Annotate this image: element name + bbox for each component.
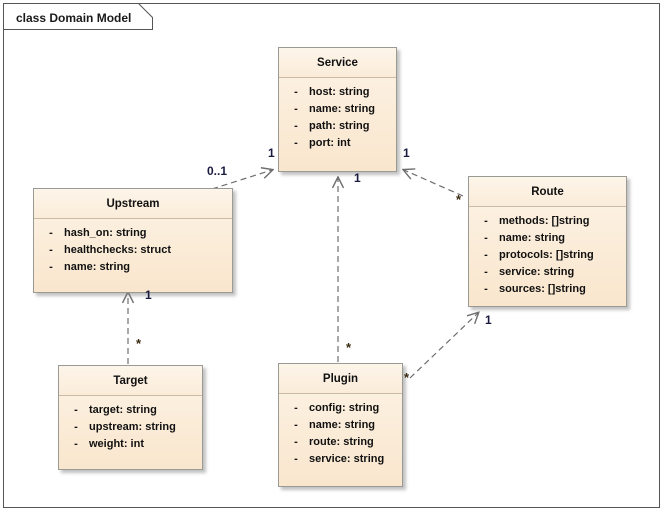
attribute-row: - config: string xyxy=(283,400,398,417)
class-box-plugin[interactable]: Plugin - config: string - name: string -… xyxy=(278,363,403,487)
attribute-signature: methods: []string xyxy=(499,215,590,227)
class-box-route[interactable]: Route - methods: []string - name: string… xyxy=(468,176,627,307)
attribute-signature: sources: []string xyxy=(499,283,586,295)
visibility-marker: - xyxy=(484,215,488,227)
multiplicity-route-from-plugin: 1 xyxy=(485,313,492,327)
multiplicity-target-end: * xyxy=(136,336,142,351)
multiplicity-route-end-to-service: * xyxy=(456,192,462,207)
visibility-marker: - xyxy=(49,227,53,239)
attribute-row: - hash_on: string xyxy=(38,225,228,242)
class-box-service[interactable]: Service - host: string - name: string - … xyxy=(278,47,397,172)
class-name-plugin: Plugin xyxy=(279,364,402,394)
visibility-marker: - xyxy=(484,249,488,261)
connector-route-service xyxy=(404,170,464,197)
attribute-signature: hash_on: string xyxy=(64,227,147,239)
diagram-frame-tab: class Domain Model xyxy=(3,3,153,30)
attribute-row: - name: string xyxy=(38,259,228,276)
class-attributes-target: - target: string - upstream: string - we… xyxy=(59,396,202,460)
visibility-marker: - xyxy=(49,244,53,256)
connector-upstream-service xyxy=(211,170,272,190)
attribute-signature: path: string xyxy=(309,120,370,132)
visibility-marker: - xyxy=(484,283,488,295)
attribute-row: - route: string xyxy=(283,434,398,451)
class-attributes-route: - methods: []string - name: string - pro… xyxy=(469,207,626,305)
attribute-row: - path: string xyxy=(283,118,392,135)
attribute-signature: route: string xyxy=(309,436,374,448)
visibility-marker: - xyxy=(294,436,298,448)
attribute-signature: port: int xyxy=(309,137,351,149)
attribute-row: - name: string xyxy=(283,417,398,434)
visibility-marker: - xyxy=(294,103,298,115)
diagram-frame xyxy=(3,3,660,508)
multiplicity-upstream-from-target: 1 xyxy=(145,288,152,302)
class-name-route: Route xyxy=(469,177,626,207)
visibility-marker: - xyxy=(294,120,298,132)
multiplicity-plugin-end-to-service: * xyxy=(346,340,352,355)
class-name-upstream: Upstream xyxy=(34,189,232,219)
multiplicity-service-from-route: 1 xyxy=(403,146,410,160)
visibility-marker: - xyxy=(484,232,488,244)
attribute-row: - name: string xyxy=(283,101,392,118)
visibility-marker: - xyxy=(294,137,298,149)
multiplicity-plugin-end-to-route: * xyxy=(404,370,410,385)
visibility-marker: - xyxy=(74,404,78,416)
class-box-target[interactable]: Target - target: string - upstream: stri… xyxy=(58,365,203,470)
attribute-row: - weight: int xyxy=(63,436,198,453)
attribute-row: - healthchecks: struct xyxy=(38,242,228,259)
attribute-signature: config: string xyxy=(309,402,380,414)
attribute-signature: name: string xyxy=(64,261,131,273)
attribute-row: - protocols: []string xyxy=(473,247,622,264)
attribute-row: - service: string xyxy=(283,451,398,468)
visibility-marker: - xyxy=(294,419,298,431)
attribute-row: - name: string xyxy=(473,230,622,247)
attribute-signature: weight: int xyxy=(89,438,144,450)
attribute-row: - upstream: string xyxy=(63,419,198,436)
attribute-signature: name: string xyxy=(499,232,566,244)
visibility-marker: - xyxy=(49,261,53,273)
visibility-marker: - xyxy=(294,402,298,414)
connector-plugin-route xyxy=(409,313,478,379)
class-name-service: Service xyxy=(279,48,396,78)
multiplicity-service-from-upstream: 1 xyxy=(268,146,275,160)
attribute-signature: service: string xyxy=(309,453,385,465)
attribute-row: - service: string xyxy=(473,264,622,281)
attribute-signature: service: string xyxy=(499,266,575,278)
attribute-signature: healthchecks: struct xyxy=(64,244,171,256)
diagram-title: class Domain Model xyxy=(16,11,132,25)
class-name-target: Target xyxy=(59,366,202,396)
attribute-signature: upstream: string xyxy=(89,421,176,433)
class-attributes-plugin: - config: string - name: string - route:… xyxy=(279,394,402,475)
attribute-signature: host: string xyxy=(309,86,370,98)
attribute-signature: name: string xyxy=(309,103,376,115)
class-attributes-upstream: - hash_on: string - healthchecks: struct… xyxy=(34,219,232,283)
attribute-signature: target: string xyxy=(89,404,157,416)
attribute-row: - methods: []string xyxy=(473,213,622,230)
visibility-marker: - xyxy=(484,266,488,278)
visibility-marker: - xyxy=(74,421,78,433)
visibility-marker: - xyxy=(74,438,78,450)
class-box-upstream[interactable]: Upstream - hash_on: string - healthcheck… xyxy=(33,188,233,293)
attribute-row: - target: string xyxy=(63,402,198,419)
class-attributes-service: - host: string - name: string - path: st… xyxy=(279,78,396,159)
attribute-signature: name: string xyxy=(309,419,376,431)
multiplicity-service-from-plugin: 1 xyxy=(354,171,361,185)
attribute-signature: protocols: []string xyxy=(499,249,594,261)
attribute-row: - port: int xyxy=(283,135,392,152)
visibility-marker: - xyxy=(294,453,298,465)
visibility-marker: - xyxy=(294,86,298,98)
attribute-row: - host: string xyxy=(283,84,392,101)
attribute-row: - sources: []string xyxy=(473,281,622,298)
multiplicity-upstream-end: 0..1 xyxy=(207,164,228,178)
